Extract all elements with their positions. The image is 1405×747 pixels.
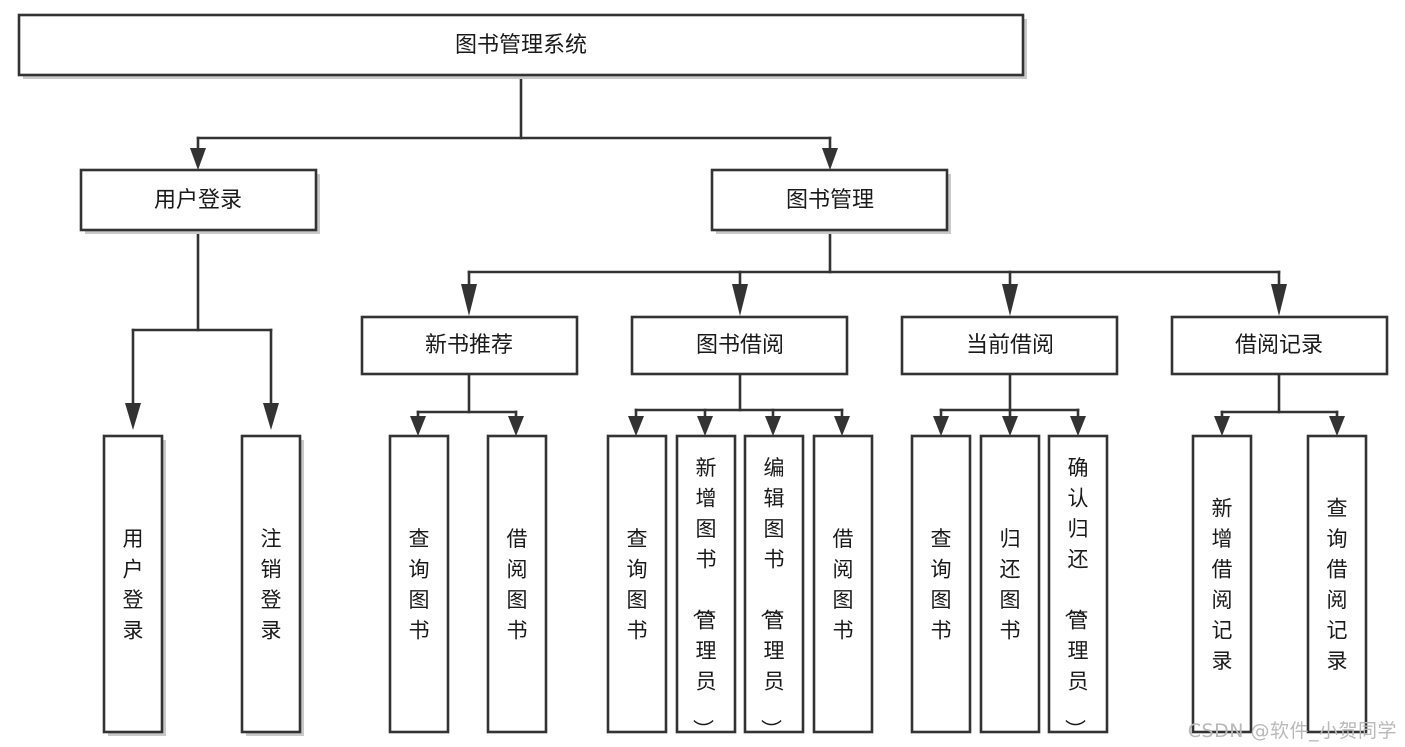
node-book-management[interactable]: 图书管理 [710, 168, 951, 234]
arrow-head-leaf-add-book [697, 416, 713, 436]
node-user-login-box[interactable] [79, 168, 318, 232]
arrow-head-leaf-user-logout [263, 403, 279, 430]
node-book-borrow-box[interactable] [630, 315, 849, 376]
node-leaf-add-book-box[interactable] [675, 434, 737, 734]
node-leaf-return-book-label: 归还图书 [1000, 527, 1021, 643]
node-leaf-user-login[interactable]: 用户登录 [102, 434, 166, 736]
node-leaf-query-book-2-label: 查询图书 [627, 527, 648, 643]
node-root-box[interactable] [17, 13, 1025, 77]
node-new-book-recommend-box[interactable] [360, 315, 579, 376]
node-leaf-user-login-label: 用户登录 [123, 527, 144, 643]
node-leaf-query-book-1-box[interactable] [388, 434, 450, 734]
arrow-head-leaf-user-login [125, 403, 141, 430]
node-leaf-borrow-book-1[interactable]: 借阅图书 [486, 434, 548, 734]
node-leaf-query-record-label: 查询借阅记录 [1327, 496, 1348, 673]
node-root-label: 图书管理系统 [455, 33, 587, 58]
node-book-management-box[interactable] [710, 168, 949, 232]
node-leaf-user-login-box[interactable] [102, 434, 164, 734]
node-leaf-query-book-1-label: 查询图书 [409, 527, 430, 643]
node-leaf-user-logout-box[interactable] [240, 434, 302, 734]
node-leaf-borrow-book-2-label: 借阅图书 [833, 527, 854, 643]
node-leaf-confirm-return-label: 确认归还（管理员） [1063, 456, 1089, 740]
node-leaf-return-book[interactable]: 归还图书 [979, 434, 1041, 734]
node-leaf-add-book-label: 新增图书（管理员） [691, 456, 717, 740]
node-leaf-borrow-book-1-label: 借阅图书 [507, 527, 528, 643]
node-leaf-borrow-book-2[interactable]: 借阅图书 [812, 434, 874, 734]
node-borrow-record[interactable]: 借阅记录 [1170, 315, 1389, 376]
node-leaf-edit-book-box[interactable] [743, 434, 805, 734]
arrow-head-book-borrow [732, 284, 748, 316]
node-user-login[interactable]: 用户登录 [79, 168, 320, 234]
node-borrow-record-box[interactable] [1170, 315, 1389, 376]
node-leaf-query-book-2[interactable]: 查询图书 [606, 434, 668, 734]
node-leaf-borrow-book-2-box[interactable] [812, 434, 874, 734]
node-new-book-recommend-label: 新书推荐 [425, 333, 513, 358]
arrow-head-borrow-record [1271, 284, 1287, 316]
arrow-head-leaf-edit-book [765, 416, 781, 436]
node-leaf-query-book-3-label: 查询图书 [931, 527, 952, 643]
node-leaf-query-record-box[interactable] [1306, 434, 1368, 734]
arrow-head-leaf-query-book-3 [933, 416, 949, 436]
arrow-head-user-login [190, 148, 206, 170]
node-leaf-edit-book[interactable]: 编辑图书（管理员） [743, 434, 805, 740]
arrow-head-leaf-query-record [1329, 416, 1345, 436]
arrow-head-current-borrow [1002, 284, 1018, 316]
csdn-watermark: CSDN @软件_小贺同学 [1187, 720, 1397, 742]
node-leaf-confirm-return[interactable]: 确认归还（管理员） [1047, 434, 1109, 740]
node-leaf-borrow-book-1-box[interactable] [486, 434, 548, 734]
node-current-borrow-box[interactable] [900, 315, 1119, 376]
arrow-head-leaf-confirm-return [1070, 416, 1086, 436]
arrow-head-leaf-query-book-1 [410, 416, 426, 436]
node-root[interactable]: 图书管理系统 [17, 13, 1027, 79]
node-leaf-query-record[interactable]: 查询借阅记录 [1306, 434, 1368, 734]
arrow-head-leaf-borrow-book-2 [834, 416, 850, 436]
node-leaf-return-book-box[interactable] [979, 434, 1041, 734]
node-borrow-record-label: 借阅记录 [1235, 333, 1323, 358]
node-leaf-query-book-1[interactable]: 查询图书 [388, 434, 450, 734]
arrow-head-book-management [822, 148, 838, 170]
arrow-head-new-book-recommend [461, 284, 477, 316]
node-leaf-confirm-return-box[interactable] [1047, 434, 1109, 734]
node-leaf-add-record-box[interactable] [1191, 434, 1253, 734]
node-leaf-query-book-3-box[interactable] [910, 434, 972, 734]
node-leaf-user-logout[interactable]: 注销登录 [240, 434, 304, 736]
node-current-borrow[interactable]: 当前借阅 [900, 315, 1119, 376]
arrow-head-leaf-add-record [1214, 416, 1230, 436]
arrow-head-leaf-borrow-book-1 [508, 416, 524, 436]
arrow-head-leaf-return-book [1002, 416, 1018, 436]
node-leaf-add-record-label: 新增借阅记录 [1212, 496, 1233, 673]
node-book-management-label: 图书管理 [786, 188, 874, 213]
node-book-borrow-label: 图书借阅 [696, 333, 784, 358]
node-new-book-recommend[interactable]: 新书推荐 [360, 315, 579, 376]
node-leaf-edit-book-label: 编辑图书（管理员） [759, 456, 785, 740]
node-book-borrow[interactable]: 图书借阅 [630, 315, 849, 376]
node-leaf-query-book-2-box[interactable] [606, 434, 668, 734]
node-current-borrow-label: 当前借阅 [966, 333, 1054, 358]
arrow-head-leaf-query-book-2 [628, 416, 644, 436]
connector-group [125, 75, 1345, 436]
node-leaf-query-book-3[interactable]: 查询图书 [910, 434, 972, 734]
node-leaf-user-logout-label: 注销登录 [261, 527, 282, 643]
node-leaf-add-book[interactable]: 新增图书（管理员） [675, 434, 737, 740]
node-user-login-label: 用户登录 [154, 188, 242, 213]
node-leaf-add-record[interactable]: 新增借阅记录 [1191, 434, 1253, 734]
